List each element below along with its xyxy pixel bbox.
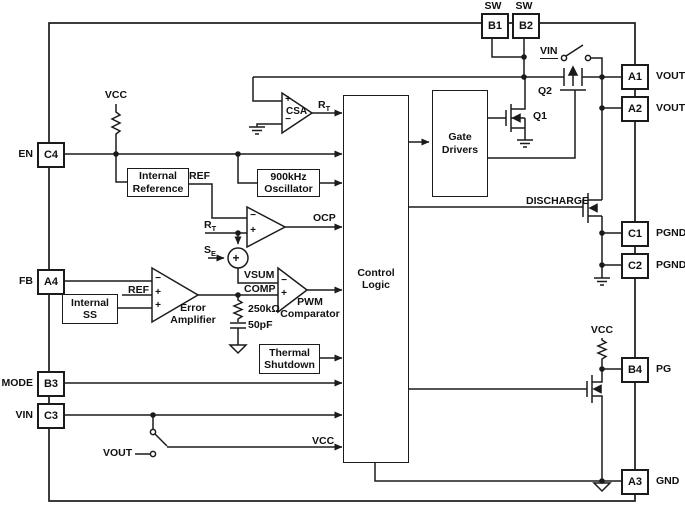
net-label-vout-a1: VOUT	[656, 70, 685, 82]
pin-box-b3: B3	[37, 371, 65, 397]
ocp-plus-sign: +	[250, 225, 256, 236]
net-label-sw-b2: SW	[515, 0, 533, 12]
block-oscillator: 900kHz Oscillator	[257, 169, 320, 197]
vsum-label: VSUM	[244, 269, 275, 281]
vin-switch-label: VIN	[540, 45, 558, 59]
net-label-vin-pin: VIN	[15, 409, 33, 421]
resistor-vcc-pg	[596, 338, 608, 369]
net-label-fb: FB	[19, 275, 33, 287]
pin-box-c2: C2	[621, 253, 649, 279]
ocp-comparator-triangle	[246, 205, 287, 249]
summing-plus-sign: +	[232, 251, 240, 265]
block-internal-reference: Internal Reference	[127, 168, 189, 197]
error-amplifier-label: Error Amplifier	[170, 302, 216, 327]
pin-box-c4: C4	[37, 142, 65, 168]
vcc-top-label: VCC	[104, 89, 128, 101]
discharge-mosfet	[582, 193, 602, 223]
cap-50pf-label: 50pF	[248, 319, 273, 331]
net-label-vout-a2: VOUT	[656, 102, 685, 114]
vcc-core-label: VCC	[312, 435, 335, 447]
block-thermal-shutdown: Thermal Shutdown	[259, 344, 320, 374]
pg-mosfet	[586, 369, 603, 481]
resistor-250k	[232, 295, 244, 322]
net-label-pgnd-c2: PGND	[656, 259, 685, 271]
ocp-label: OCP	[313, 212, 336, 224]
rt-csa-label: RT	[318, 99, 331, 114]
vcc-pg-label: VCC	[590, 324, 614, 336]
ground-q1	[517, 139, 533, 148]
q2-mosfet	[558, 65, 602, 92]
wire-ref-feed	[115, 154, 127, 183]
se-label: SE	[204, 244, 217, 259]
switch-blade-top	[565, 44, 584, 57]
pin-box-a3: A3	[621, 469, 649, 495]
pin-box-c1: C1	[621, 221, 649, 247]
comp-label: COMP	[244, 283, 276, 295]
pwm-comparator-label: PWM Comparator	[280, 296, 340, 321]
net-label-mode: MODE	[1, 377, 34, 389]
wire-csa-plus	[252, 77, 282, 102]
pin-box-c3: C3	[37, 403, 65, 429]
net-label-pg: PG	[656, 363, 672, 375]
wire-b1-sw	[491, 37, 523, 58]
ground-csa	[249, 126, 265, 135]
q2-label: Q2	[538, 85, 553, 97]
erramp-plus2-sign: +	[155, 300, 161, 311]
wire-osc-feed	[237, 154, 257, 184]
switch-terminal-out-top	[584, 54, 592, 62]
csa-label: CSA	[286, 106, 308, 117]
csa-amp-triangle	[281, 91, 314, 135]
net-label-gnd: GND	[656, 475, 680, 487]
vout-switch-label: VOUT	[103, 447, 133, 459]
wire-csa-minus	[256, 123, 282, 127]
erramp-plus1-sign: +	[155, 287, 161, 298]
erramp-minus-sign: −	[155, 273, 161, 284]
pin-box-b4: B4	[621, 357, 649, 383]
switch-terminal-vout	[149, 450, 157, 458]
block-internal-ss: Internal SS	[62, 294, 118, 324]
ground-comp-open	[228, 344, 248, 355]
csa-plus-sign: +	[285, 94, 291, 105]
pin-box-a2: A2	[621, 96, 649, 122]
capacitor-50pf	[230, 322, 246, 345]
ground-pgnd	[594, 277, 610, 286]
csa-minus-sign: −	[285, 114, 291, 125]
wire-gnd-rail	[374, 461, 621, 482]
ground-open-bottom	[592, 482, 612, 493]
switch-terminal-vin	[149, 428, 157, 436]
wire-vsum	[237, 268, 278, 284]
ocp-minus-sign: −	[250, 210, 256, 221]
resistor-vcc-top	[110, 104, 122, 154]
pin-box-b2: B2	[512, 13, 540, 39]
discharge-label: DISCHARGE	[526, 195, 590, 207]
pin-box-a1: A1	[621, 64, 649, 90]
vin-bypass-switch	[560, 44, 603, 77]
pin-box-a4: A4	[37, 269, 65, 295]
pwm-comparator-triangle	[277, 266, 309, 314]
junction-dots	[113, 54, 605, 484]
net-label-pgnd-c1: PGND	[656, 227, 685, 239]
q1-mosfet	[505, 77, 526, 140]
q1-label: Q1	[533, 110, 548, 122]
wire-switch-to-vout-node	[590, 57, 603, 77]
ref-label-reference: REF	[189, 170, 210, 182]
pin-box-b1: B1	[481, 13, 509, 39]
net-label-sw-b1: SW	[484, 0, 502, 12]
wire-gd-q2-gate	[485, 92, 576, 159]
block-control-logic: Control Logic	[343, 95, 409, 463]
ref-label-error-amp: REF	[128, 284, 149, 296]
resistor-250k-label: 250kΩ	[248, 303, 280, 315]
switch-blade-bottom	[154, 433, 168, 447]
block-gate-drivers: Gate Drivers	[432, 90, 488, 197]
wire-ref-to-ocp	[187, 183, 247, 219]
vcc-source-switch	[135, 415, 168, 458]
net-label-en: EN	[18, 148, 33, 160]
pwm-plus-sign: +	[281, 288, 287, 299]
pwm-minus-sign: −	[281, 275, 287, 286]
rt-ocp-label: RT	[204, 219, 217, 234]
switch-terminal-vin-top	[560, 54, 568, 62]
